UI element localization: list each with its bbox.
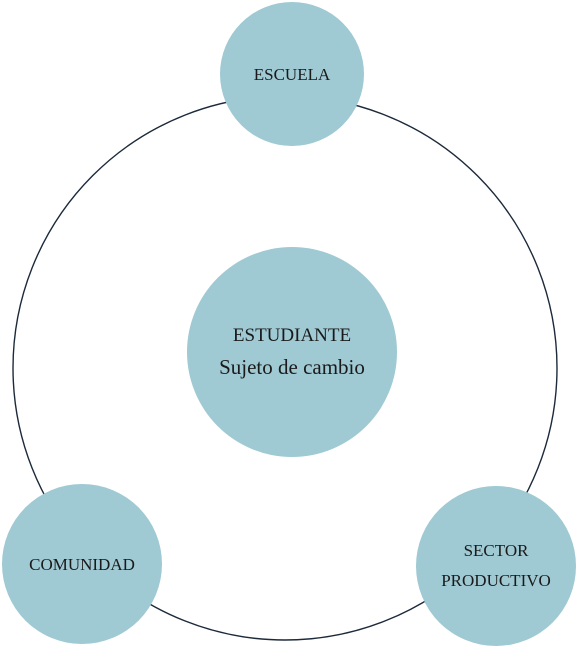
node-escuela [220, 2, 364, 146]
center-node-title: ESTUDIANTE [233, 325, 351, 346]
node-sector-productivo [416, 486, 576, 646]
center-node-subtitle: Sujeto de cambio [219, 355, 365, 379]
center-node [187, 247, 397, 457]
node-sector-productivo-line1: SECTOR [464, 541, 530, 560]
node-escuela-label: ESCUELA [254, 65, 331, 84]
node-comunidad-label: COMUNIDAD [29, 555, 135, 574]
node-comunidad [2, 484, 162, 644]
node-sector-productivo-line2: PRODUCTIVO [441, 571, 551, 590]
